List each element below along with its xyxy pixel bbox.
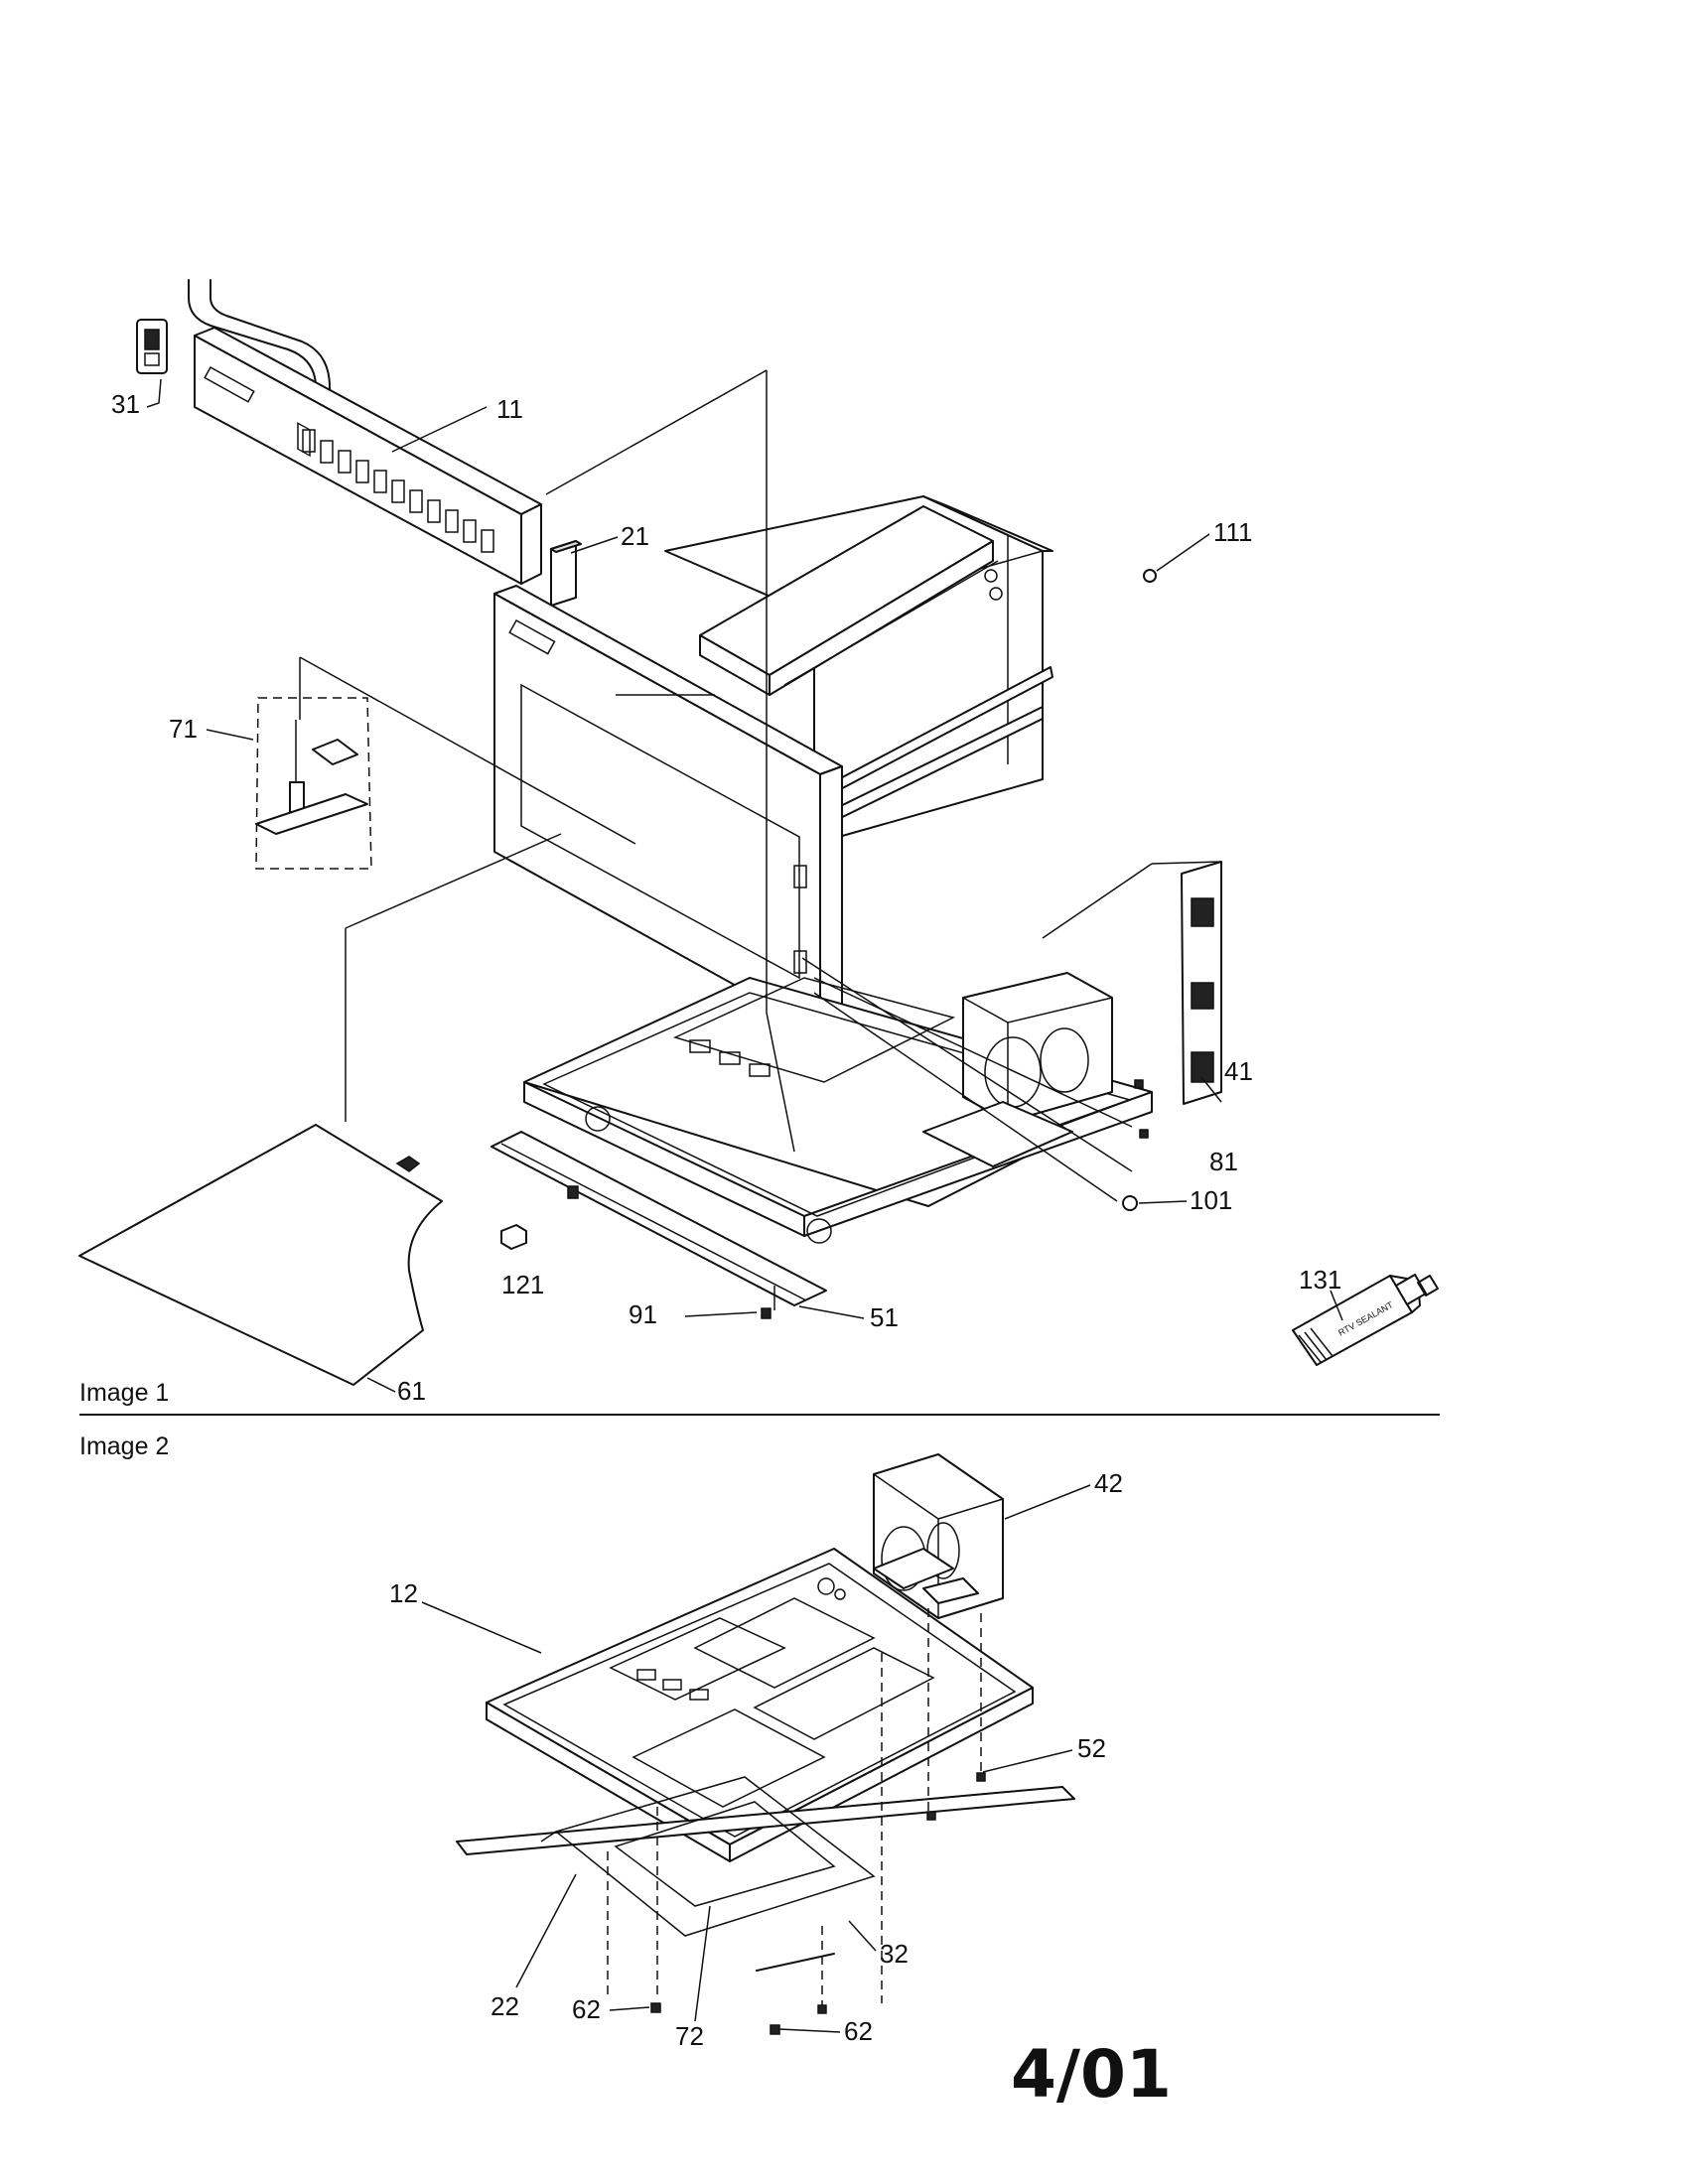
date-code: 4/01 (1011, 2036, 1172, 2113)
callout-81: 81 (1209, 1147, 1238, 1176)
callout-line (421, 1601, 542, 1654)
nut-icon (395, 1156, 421, 1172)
callout-121: 121 (501, 1270, 544, 1299)
callout-71: 71 (169, 714, 198, 744)
callout-line (391, 406, 488, 453)
screw-part-62b (770, 2024, 780, 2035)
callout-62b: 62 (844, 2016, 873, 2046)
callout-62a: 62 (572, 1994, 601, 2024)
callout-line (146, 378, 162, 408)
callout-line (798, 1305, 865, 1319)
callout-42: 42 (1094, 1468, 1123, 1498)
screw-part-91 (761, 1307, 772, 1319)
image-2-group: Image 2 (79, 1433, 1123, 2051)
screw-icon (817, 2004, 827, 2014)
callout-line (982, 1749, 1073, 1773)
screw-part-62a (650, 2002, 661, 2013)
sensor-part-71 (255, 656, 636, 870)
leader-line (545, 369, 768, 495)
image-2-caption: Image 2 (79, 1433, 169, 1460)
callout-131: 131 (1299, 1265, 1341, 1295)
callout-22: 22 (491, 1991, 519, 2021)
screw-icon (567, 1185, 579, 1199)
callouts-image2: 12 22 32 42 52 62 62 72 (389, 1468, 1123, 2051)
callouts-image1: 11 21 31 41 51 61 71 81 91 101 111 121 1… (111, 378, 1343, 1406)
callout-21: 21 (621, 521, 649, 551)
callout-52: 52 (1077, 1733, 1106, 1763)
callout-line (684, 1311, 758, 1317)
screw-icon (976, 1772, 986, 1782)
callout-line (1330, 1290, 1343, 1321)
callout-51: 51 (870, 1302, 899, 1332)
screw-part-81b (1139, 1129, 1149, 1139)
leader-line (766, 1012, 795, 1153)
interlock-part-41 (1042, 861, 1222, 1105)
foot-part-121 (500, 1224, 527, 1250)
callout-line (1156, 533, 1210, 572)
transformer-image1 (922, 972, 1113, 1167)
callout-41: 41 (1224, 1056, 1253, 1086)
callout-91: 91 (629, 1299, 657, 1329)
callout-line (570, 536, 619, 554)
callout-line (515, 1873, 577, 1988)
callout-line (1200, 1076, 1222, 1103)
callout-line (694, 1905, 711, 2022)
rail-part-51 (491, 1131, 827, 1306)
image-1-group: RTV SEALANT 11 21 31 41 51 61 71 81 91 1… (78, 279, 1439, 1407)
callout-111: 111 (1213, 517, 1253, 547)
control-panel-part-11 (188, 279, 542, 585)
screw-part-81a (1134, 1079, 1144, 1089)
callout-line (206, 729, 254, 741)
leader-line (813, 992, 1118, 1202)
sub-plate-part-72 (614, 1801, 836, 1907)
bottom-plate-part-61 (78, 1124, 443, 1386)
callout-12: 12 (389, 1578, 418, 1608)
transformer-part-42 (873, 1453, 1004, 1619)
keypad-buttons (302, 429, 494, 553)
latch-part-31 (136, 319, 168, 374)
leader-line (345, 833, 562, 929)
screw-part-111 (1143, 569, 1157, 583)
callout-line (848, 1920, 877, 1952)
callout-line (366, 1377, 396, 1393)
callout-line (1004, 1484, 1091, 1520)
callout-72: 72 (675, 2021, 704, 2051)
sealant-tube-part-131: RTV SEALANT (1292, 1273, 1439, 1366)
front-frame (493, 585, 843, 1033)
oven-cavity-frame (664, 495, 1053, 845)
screw-icon (926, 1811, 936, 1821)
leader-line (801, 957, 1133, 1172)
rail-part-32 (756, 1953, 835, 1972)
callout-line (1138, 1200, 1188, 1204)
callout-31: 31 (111, 389, 140, 419)
bottom-plate-part-22 (540, 1776, 876, 1937)
screw-part-101 (1122, 1195, 1138, 1211)
callout-line (609, 2006, 650, 2011)
callout-32: 32 (880, 1939, 909, 1969)
image-1-caption: Image 1 (79, 1379, 169, 1407)
callout-61: 61 (397, 1376, 426, 1406)
bracket-part-21 (550, 540, 582, 607)
leader-line (813, 977, 1133, 1128)
callout-11: 11 (496, 394, 523, 424)
callout-line (778, 2028, 841, 2033)
callout-101: 101 (1190, 1185, 1232, 1215)
